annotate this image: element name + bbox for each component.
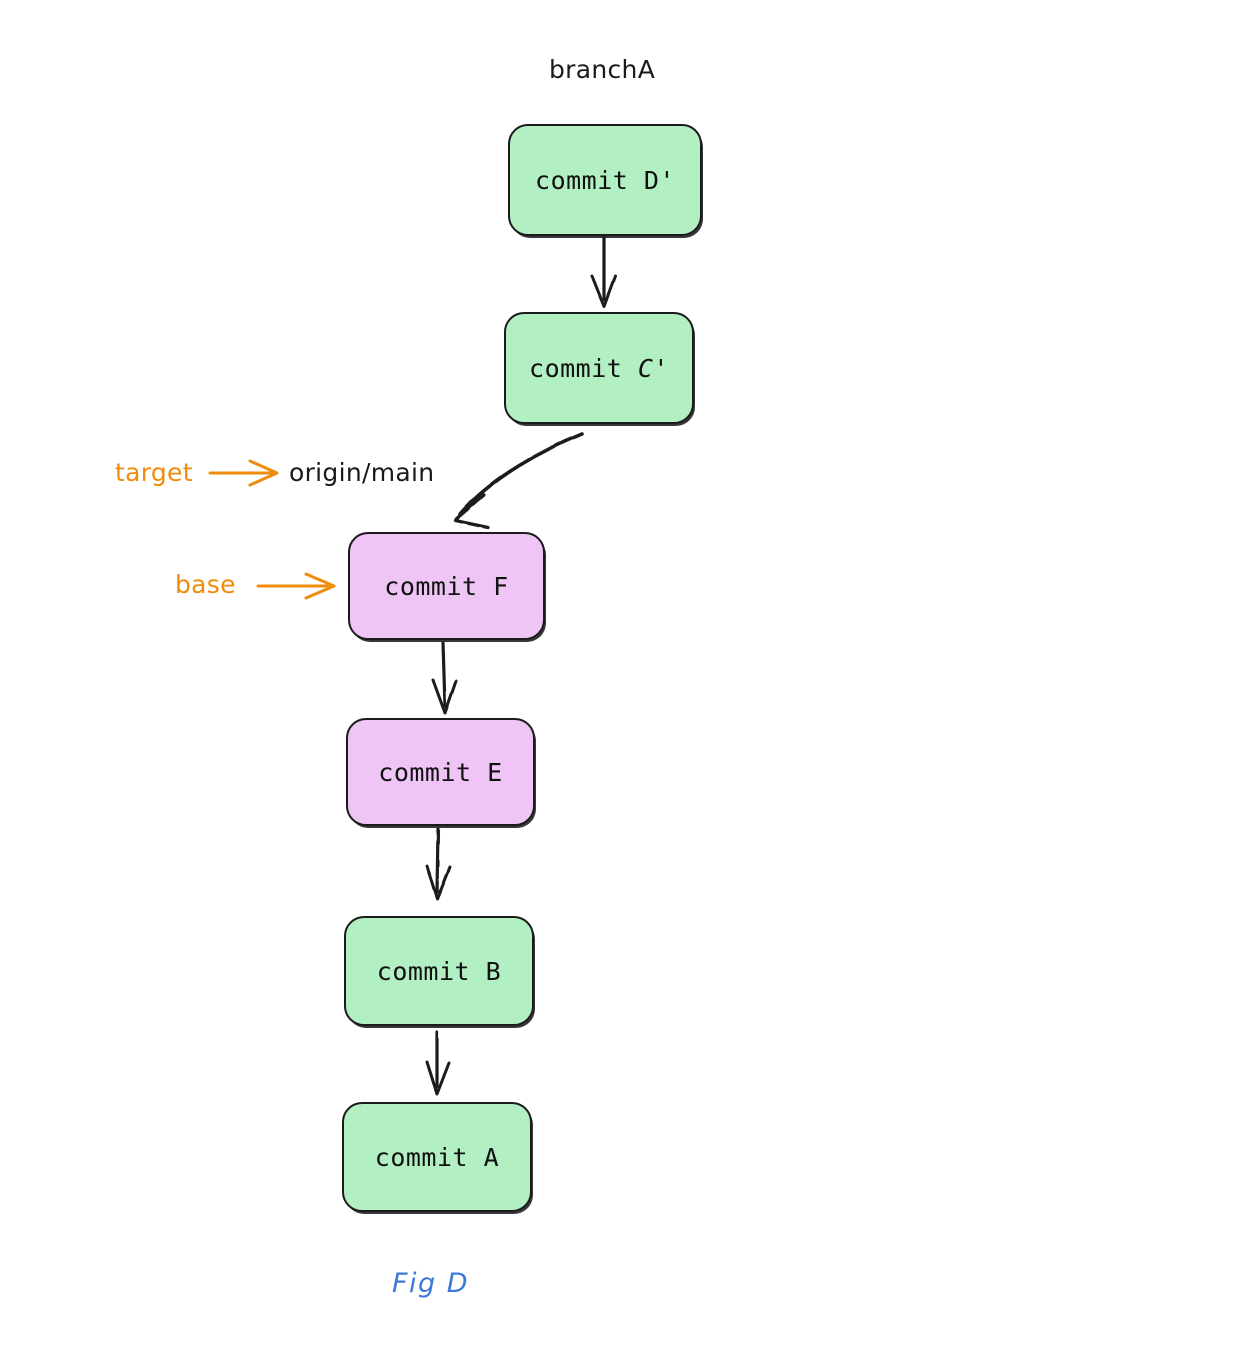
commit-node-label: commit E [378,757,503,787]
figure-caption: Fig D [392,1268,470,1299]
annotation-target-label: target [115,458,193,487]
commit-node-label: commit B [376,956,502,986]
commit-node-d-prime[interactable]: commit D' [508,124,702,236]
commit-node-label: commit A [374,1142,500,1172]
branch-title-label: branchA [549,55,656,84]
origin-main-ref-label: origin/main [289,458,435,487]
commit-node-label: commit F [384,571,509,601]
commit-node-c-prime[interactable]: commit C' [504,312,694,424]
annotation-base-label: base [175,570,236,599]
commit-node-b[interactable]: commit B [344,916,534,1026]
annotation-arrow-target [208,459,279,487]
commit-node-f[interactable]: commit F [348,532,545,640]
edge-cprime-to-commit-f [453,432,584,529]
commit-node-label: commit C' [529,353,669,383]
edge-commit-e-to-commit-b [425,827,452,901]
commit-node-a[interactable]: commit A [342,1102,532,1212]
commit-node-e[interactable]: commit E [346,718,535,826]
edge-commit-f-to-commit-e [431,641,458,715]
edge-dprime-to-cprime [590,236,617,308]
edge-commit-b-to-commit-a [425,1030,451,1096]
annotation-arrow-base [256,572,336,600]
commit-node-label: commit D' [535,165,675,195]
